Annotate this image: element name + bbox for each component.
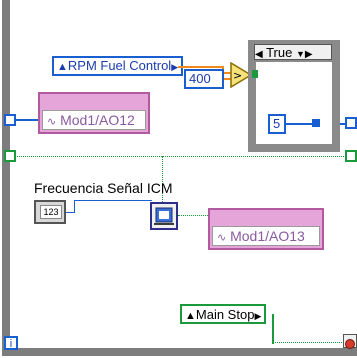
frequency-label: Frecuencia Señal ICM [34, 180, 173, 196]
constant-400[interactable]: 400 [184, 69, 224, 89]
waveform-icon: ∿ [47, 116, 57, 128]
iteration-label: i [9, 338, 13, 350]
wire-orange-400 [224, 78, 232, 80]
right-tunnel-green[interactable] [345, 150, 357, 162]
frequency-numeric-control[interactable]: 123 [34, 200, 66, 224]
daq-ao12-channel-text: Mod1/AO12 [60, 112, 135, 128]
wire-blue-tunnel-ao12 [14, 119, 38, 121]
wire-stop-horizontal [272, 342, 344, 343]
wire-freq-2 [74, 200, 75, 213]
stop-icon [345, 339, 355, 349]
increment-icon: ▶ [304, 49, 313, 60]
terminal-arrow-icon: ▶ [171, 62, 179, 72]
wire-green-error-line [14, 156, 344, 157]
wire-freq-1 [66, 212, 74, 213]
terminal-arrow-icon: ▶ [254, 311, 262, 321]
daq-ao12-node[interactable]: ∿ Mod1/AO12 [38, 92, 150, 134]
constant-5[interactable]: 5 [268, 114, 286, 134]
daq-ao13-channel[interactable]: ∿ Mod1/AO13 [212, 226, 320, 246]
wire-blue-5 [286, 123, 314, 125]
iteration-terminal[interactable]: i [4, 336, 18, 350]
waveform-icon: ∿ [217, 232, 227, 244]
daqmx-timing-node[interactable] [150, 202, 178, 230]
rpm-fuel-control[interactable]: ▲RPM Fuel Control▶ [52, 56, 184, 76]
daq-ao12-channel[interactable]: ∿ Mod1/AO12 [42, 110, 146, 130]
daq-ao13-channel-text: Mod1/AO13 [230, 228, 305, 244]
case-output-tunnel[interactable] [312, 119, 320, 127]
control-arrow-icon: ▲ [57, 61, 68, 73]
wire-blue-out [340, 123, 348, 125]
daqmx-icon [154, 207, 174, 225]
main-stop-control[interactable]: ▲Main Stop▶ [180, 304, 267, 324]
greater-than-icon[interactable]: > [230, 62, 252, 88]
svg-text:>: > [233, 69, 242, 82]
daq-ao13-node[interactable]: ∿ Mod1/AO13 [208, 208, 324, 250]
wire-freq-3 [74, 200, 152, 201]
main-stop-label: Main Stop [195, 307, 255, 322]
wire-green-daq-to-ao13 [178, 215, 210, 216]
frequency-numeric-display: 123 [40, 205, 62, 219]
while-loop-border-bottom [2, 348, 357, 356]
while-loop-border [2, 0, 10, 356]
control-arrow-icon: ▲ [185, 310, 196, 322]
wire-orange-rpm [178, 66, 224, 68]
wire-stop-vertical [272, 314, 274, 344]
right-tunnel-blue[interactable] [345, 117, 357, 129]
decrement-icon: ◀ [255, 49, 263, 60]
case-selector-label: True [266, 45, 293, 60]
wire-orange-rpm-in [222, 72, 232, 74]
dropdown-icon: ▼ [295, 49, 305, 59]
constant-5-value: 5 [273, 116, 281, 131]
case-selector[interactable]: ◀ True ▼▶ [254, 44, 332, 60]
rpm-fuel-control-label: RPM Fuel Control [67, 58, 172, 73]
wire-green-vertical [162, 156, 163, 204]
case-selector-terminal[interactable] [252, 70, 258, 78]
constant-400-value: 400 [189, 71, 211, 86]
stop-terminal[interactable] [343, 334, 357, 349]
